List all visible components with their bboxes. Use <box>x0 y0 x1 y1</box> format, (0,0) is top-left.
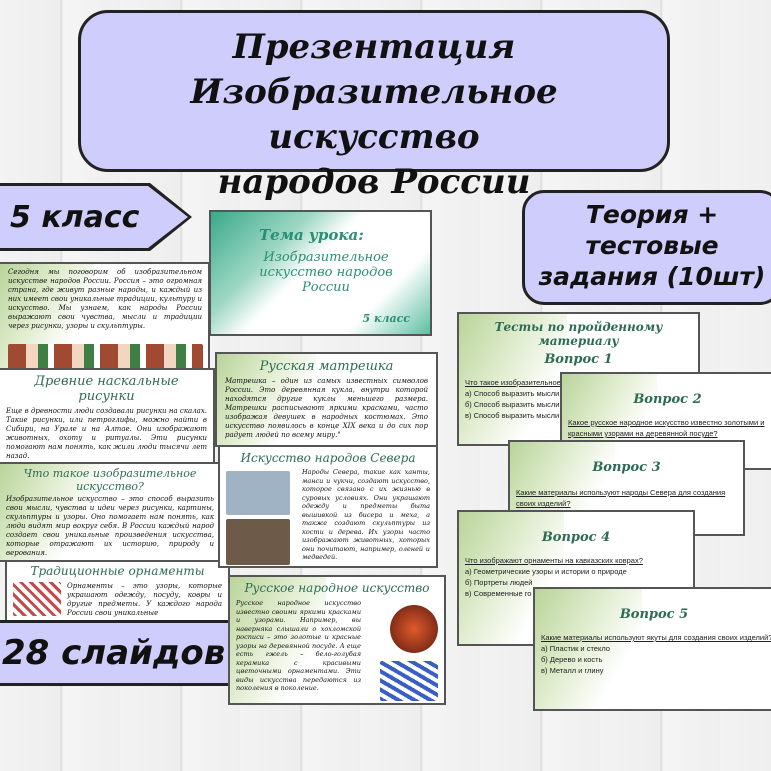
test-slide-5: Вопрос 5 Какие материалы используют якут… <box>533 587 771 711</box>
theory-badge: Теория + тестовые задания (10шт) <box>522 190 771 305</box>
slide-north: Искусство народов Севера Народы Севера, … <box>218 445 438 568</box>
grade-badge: 5 класс <box>0 183 192 251</box>
slide-matryoshka: Русская матрешка Матрешка – один из самы… <box>215 352 438 447</box>
theory-line-2: тестовые <box>585 231 719 260</box>
slide-cave: Древние наскальные рисунки Еще в древнос… <box>0 368 215 470</box>
answer-b[interactable]: б) Дерево и кость <box>541 655 603 664</box>
slide-text: Орнаменты – это узоры, которые украшают … <box>67 582 222 617</box>
khokhloma-image <box>390 605 438 653</box>
title-line-1: Презентация <box>232 27 516 67</box>
gzhel-image <box>380 661 438 701</box>
cover-grade: 5 класс <box>362 312 410 325</box>
cover-topic-label: Тема урока: <box>259 226 364 244</box>
theory-line-1: Теория + <box>585 200 719 229</box>
question-text: Какие материалы используют народы Севера… <box>516 488 726 508</box>
answer-c[interactable]: в) Современные го <box>465 589 532 598</box>
answer-a[interactable]: а) Способ выразить мысли ч <box>465 389 566 398</box>
slide-text: Народы Севера, такие как ханты, манси и … <box>302 468 430 561</box>
slide-title: Что такое изобразительное искусство? <box>23 467 197 493</box>
question-label: Вопрос 4 <box>541 530 611 545</box>
question-text: Какие материалы используют якуты для соз… <box>541 633 771 642</box>
answer-c[interactable]: в) Способ выразить мысли ч <box>465 411 566 420</box>
slide-title: Традиционные орнаменты <box>30 564 205 578</box>
question-label: Вопрос 1 <box>544 352 613 367</box>
slide-text: Еще в древности люди создавали рисунки н… <box>6 407 207 460</box>
question-label: Вопрос 2 <box>633 392 702 407</box>
question-label: Вопрос 3 <box>592 460 661 475</box>
question-text: Что изображают орнаменты на кавказских к… <box>465 556 643 565</box>
slide-title: Русское народное искусство <box>244 581 430 595</box>
answer-b[interactable]: б) Портреты людей <box>465 578 533 587</box>
question-text: Что такое изобразительное <box>465 378 561 387</box>
slide-text: Изобразительное искусство – это способ в… <box>6 495 214 557</box>
ornament-image <box>13 582 61 616</box>
title-banner: Презентация Изобразительное искусство на… <box>78 10 670 202</box>
slide-intro: Сегодня мы поговорим об изобразительном … <box>0 262 210 370</box>
slide-title: Русская матрешка <box>259 359 394 374</box>
slide-title: Древние наскальные рисунки <box>34 374 179 404</box>
tests-header: Тесты по пройденному материалу <box>494 320 663 348</box>
north-image-2 <box>226 519 290 565</box>
children-costumes-image <box>8 344 203 368</box>
slide-text: Матрешка – один из самых известных симво… <box>225 377 428 439</box>
slide-title: Искусство народов Севера <box>240 451 416 465</box>
title-line-3: народов России <box>217 162 531 202</box>
cover-title: Изобразительное искусство народов России <box>259 250 393 295</box>
answer-b[interactable]: б) Способ выразить мысли ч <box>465 400 566 409</box>
question-text: Какое русское народное искусство известн… <box>568 418 765 438</box>
slide-folk-art: Русское народное искусство Русское народ… <box>228 575 446 705</box>
slide-text: Сегодня мы поговорим об изобразительном … <box>8 268 202 330</box>
theory-line-3: задания (10шт) <box>538 262 766 291</box>
answer-a[interactable]: а) Пластик и стекло <box>541 644 610 653</box>
grade-badge-label: 5 класс <box>0 186 188 248</box>
north-image-1 <box>226 471 290 515</box>
title-line-2: Изобразительное искусство <box>190 72 558 157</box>
slide-cover: Тема урока: Изобразительное искусство на… <box>209 210 432 336</box>
slide-text: Русское народное искусство известно свои… <box>236 599 361 692</box>
answer-a[interactable]: а) Геометрические узоры и истории о прир… <box>465 567 627 576</box>
answer-c[interactable]: в) Металл и глину <box>541 666 604 675</box>
slide-what-is-art: Что такое изобразительное искусство? Изо… <box>0 462 222 562</box>
question-label: Вопрос 5 <box>619 607 689 622</box>
